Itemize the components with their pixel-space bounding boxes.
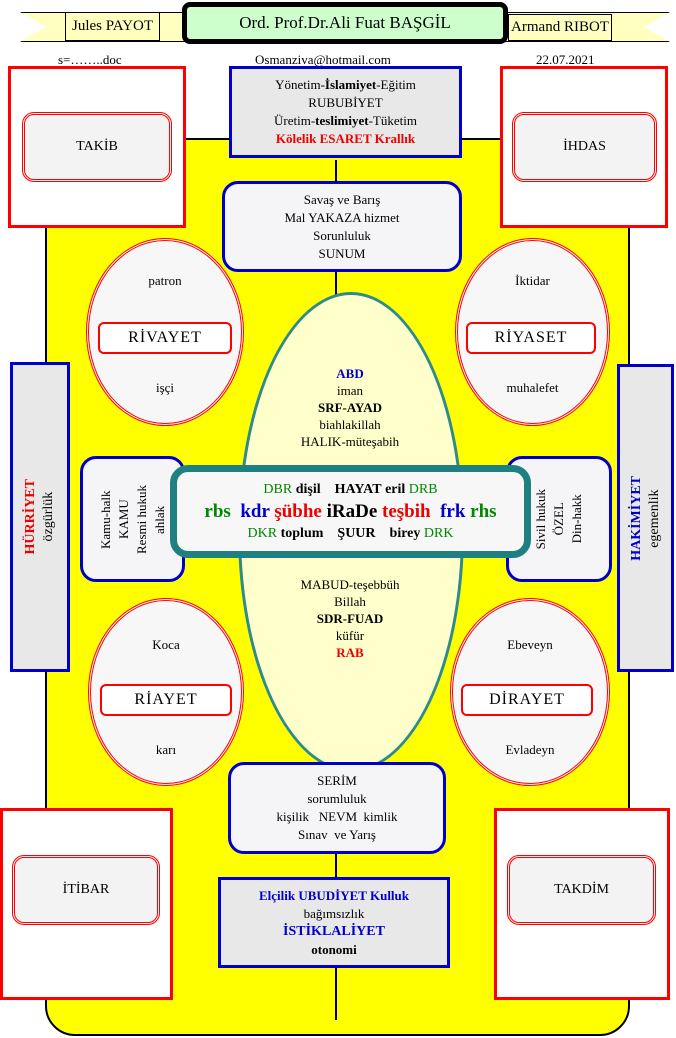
rivayet-top: patron xyxy=(148,273,182,288)
riayet-top: Koca xyxy=(152,637,180,652)
date: 22.07.2021 xyxy=(536,52,595,67)
right-name-tag: Armand RIBOT xyxy=(508,14,612,41)
takdim-label: TAKDİM xyxy=(507,855,656,925)
dirayet-label: DİRAYET xyxy=(461,684,593,716)
page-title: Ord. Prof.Dr.Ali Fuat BAŞGİL xyxy=(182,2,508,44)
file-name: s=……..doc xyxy=(58,52,122,67)
riayet-label: RİAYET xyxy=(100,684,232,716)
riyaset-label: RİYASET xyxy=(466,322,596,354)
center-box: DBR dişil HAYAT eril DRB rbs kdr şübhe i… xyxy=(170,465,531,558)
riyaset-top: İktidar xyxy=(515,273,550,288)
dirayet-bottom: Evladeyn xyxy=(505,742,555,757)
dirayet-top: Ebeveyn xyxy=(507,637,553,652)
rivayet-label: RİVAYET xyxy=(98,322,232,354)
left-name-tag: Jules PAYOT xyxy=(65,12,160,41)
email: Osmanziva@hotmail.com xyxy=(255,52,391,67)
rivayet-bottom: işçi xyxy=(155,380,175,395)
takib-label: TAKİB xyxy=(22,112,172,182)
riyaset-bottom: muhalefet xyxy=(506,380,559,395)
top-box: Yönetim-İslamiyet-Eğitim RUBUBİYET Üreti… xyxy=(229,66,462,158)
ihdas-label: İHDAS xyxy=(512,112,657,182)
itibar-label: İTİBAR xyxy=(12,855,160,925)
riayet-bottom: karı xyxy=(155,742,177,757)
